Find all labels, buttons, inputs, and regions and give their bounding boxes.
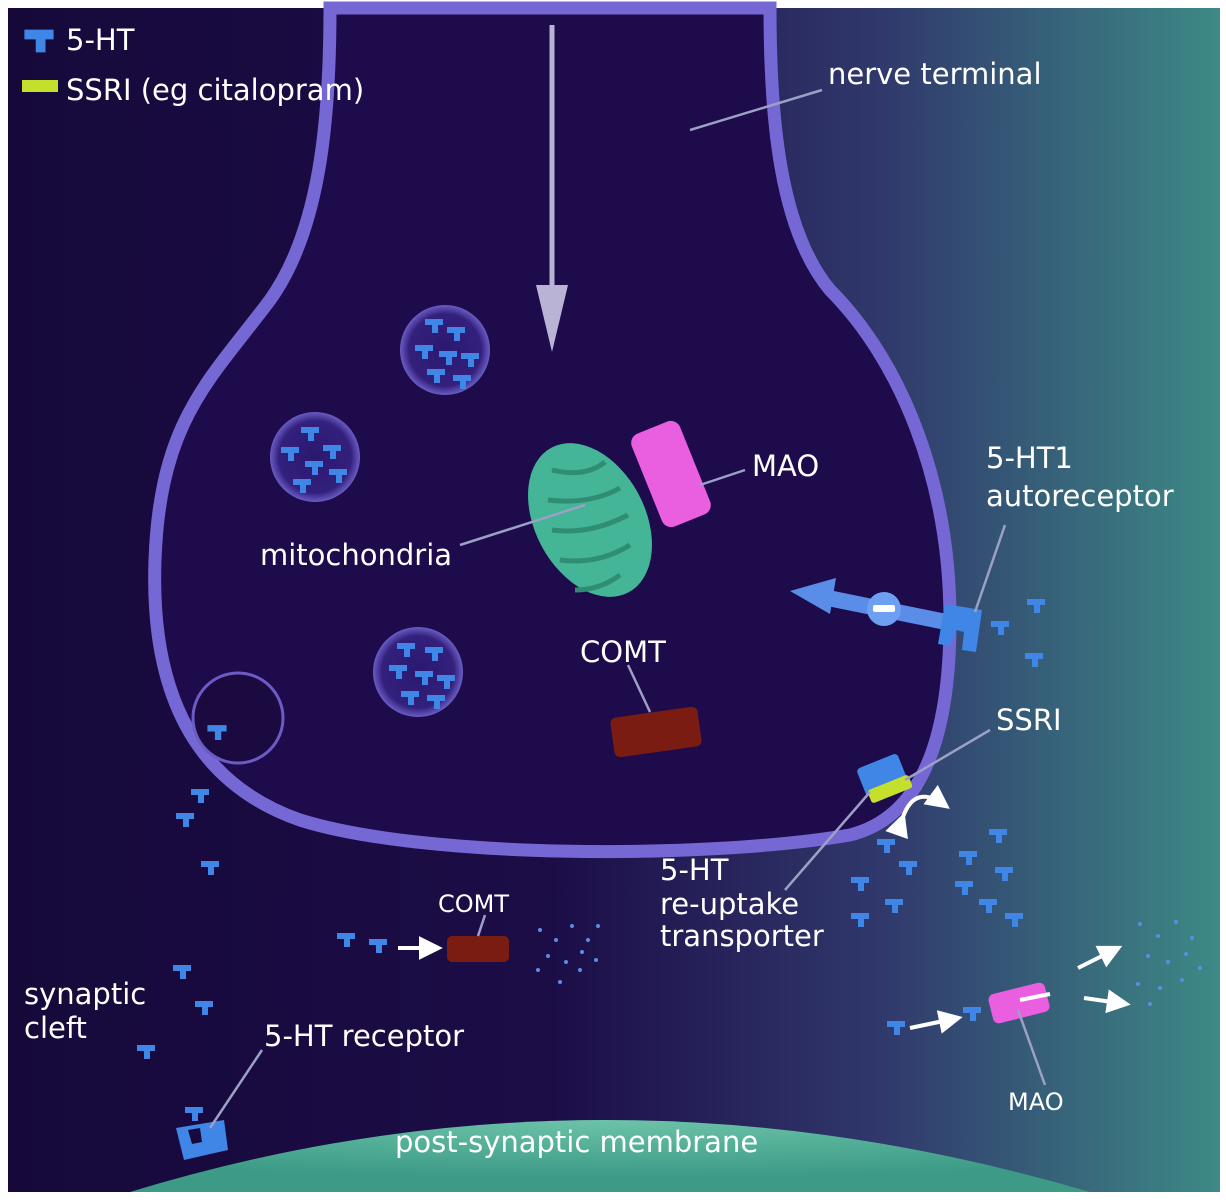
label-5ht1: 5-HT1 <box>986 441 1073 475</box>
label-synaptic: synaptic <box>24 977 146 1011</box>
label-reuptake-5ht: 5-HT <box>660 853 729 887</box>
vesicle <box>400 305 490 395</box>
fusing-vesicle <box>191 671 285 765</box>
legend-label-5ht: 5-HT <box>66 23 135 57</box>
leader-nerve-terminal <box>689 88 823 132</box>
reuptake-arrow <box>885 784 950 840</box>
post-synaptic-membrane <box>130 1120 1090 1192</box>
comt-enzyme-top <box>610 706 702 758</box>
label-5ht-receptor: 5-HT receptor <box>264 1019 464 1053</box>
vesicle <box>270 412 360 502</box>
leader-mitochondria <box>459 503 586 547</box>
leader-autoreceptor <box>973 524 1007 613</box>
metabolite-dots <box>536 924 600 984</box>
metabolite-dots <box>1136 920 1202 1006</box>
label-mao-bottom: MAO <box>1008 1088 1064 1116</box>
mao-arrow-through <box>1019 992 1051 1002</box>
leader-mao-top <box>699 468 746 487</box>
leader-ssri <box>904 728 991 782</box>
vesicle <box>373 627 463 717</box>
label-comt-top: COMT <box>580 635 666 669</box>
mao-enzyme-top <box>631 420 711 528</box>
mao-enzyme-bottom <box>988 982 1050 1024</box>
action-potential-arrow <box>536 25 568 352</box>
leader-reuptake <box>784 791 871 891</box>
label-ssri: SSRI <box>996 703 1062 737</box>
label-autoreceptor: autoreceptor <box>986 479 1174 513</box>
label-reuptake-transporter: transporter <box>660 919 824 953</box>
comt-enzyme-bottom <box>447 936 509 962</box>
legend-swatch-ssri <box>22 80 58 92</box>
leader-comt-top <box>626 664 652 713</box>
autoreceptor <box>938 604 982 652</box>
leader-receptor <box>208 1049 264 1129</box>
label-comt-bottom: COMT <box>438 890 509 918</box>
leader-comt-bottom <box>476 914 487 937</box>
mao-arrow <box>909 1010 963 1034</box>
nerve-terminal <box>148 1 957 859</box>
mao-product-arrow <box>1083 989 1131 1014</box>
label-mitochondria: mitochondria <box>260 538 452 572</box>
label-cleft: cleft <box>24 1011 87 1045</box>
legend: 5-HT SSRI (eg citalopram) <box>22 23 364 107</box>
label-mao-top: MAO <box>752 449 819 483</box>
legend-label-ssri: SSRI (eg citalopram) <box>66 73 364 107</box>
mao-product-arrow <box>1077 945 1123 970</box>
postsynaptic-receptor <box>176 1107 228 1160</box>
label-nerve-terminal: nerve terminal <box>828 57 1042 91</box>
mitochondria <box>528 443 652 597</box>
autoreceptor-inhibition-arrow <box>790 578 948 630</box>
minus-icon <box>873 605 895 612</box>
label-post-synaptic-membrane: post-synaptic membrane <box>395 1125 758 1159</box>
leader-mao-bottom <box>1016 1009 1047 1086</box>
label-reuptake-reuptake: re-uptake <box>660 887 799 921</box>
